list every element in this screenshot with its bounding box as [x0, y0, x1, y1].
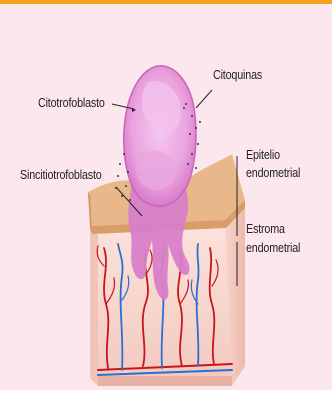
implantation-illustration — [0, 4, 332, 394]
label-cytotrophoblast: Citotrofoblasto — [38, 97, 105, 110]
label-stroma-line2: endometrial — [246, 242, 300, 255]
blastocyst — [124, 66, 196, 206]
label-cytokines: Citoquinas — [213, 69, 262, 82]
label-epithelium-line1: Epitelio — [246, 149, 280, 162]
label-epithelium-line2: endometrial — [246, 167, 300, 180]
label-stroma-line1: Estroma — [246, 223, 285, 236]
label-syncytiotrophoblast: Sincitiotrofoblasto — [20, 169, 102, 182]
